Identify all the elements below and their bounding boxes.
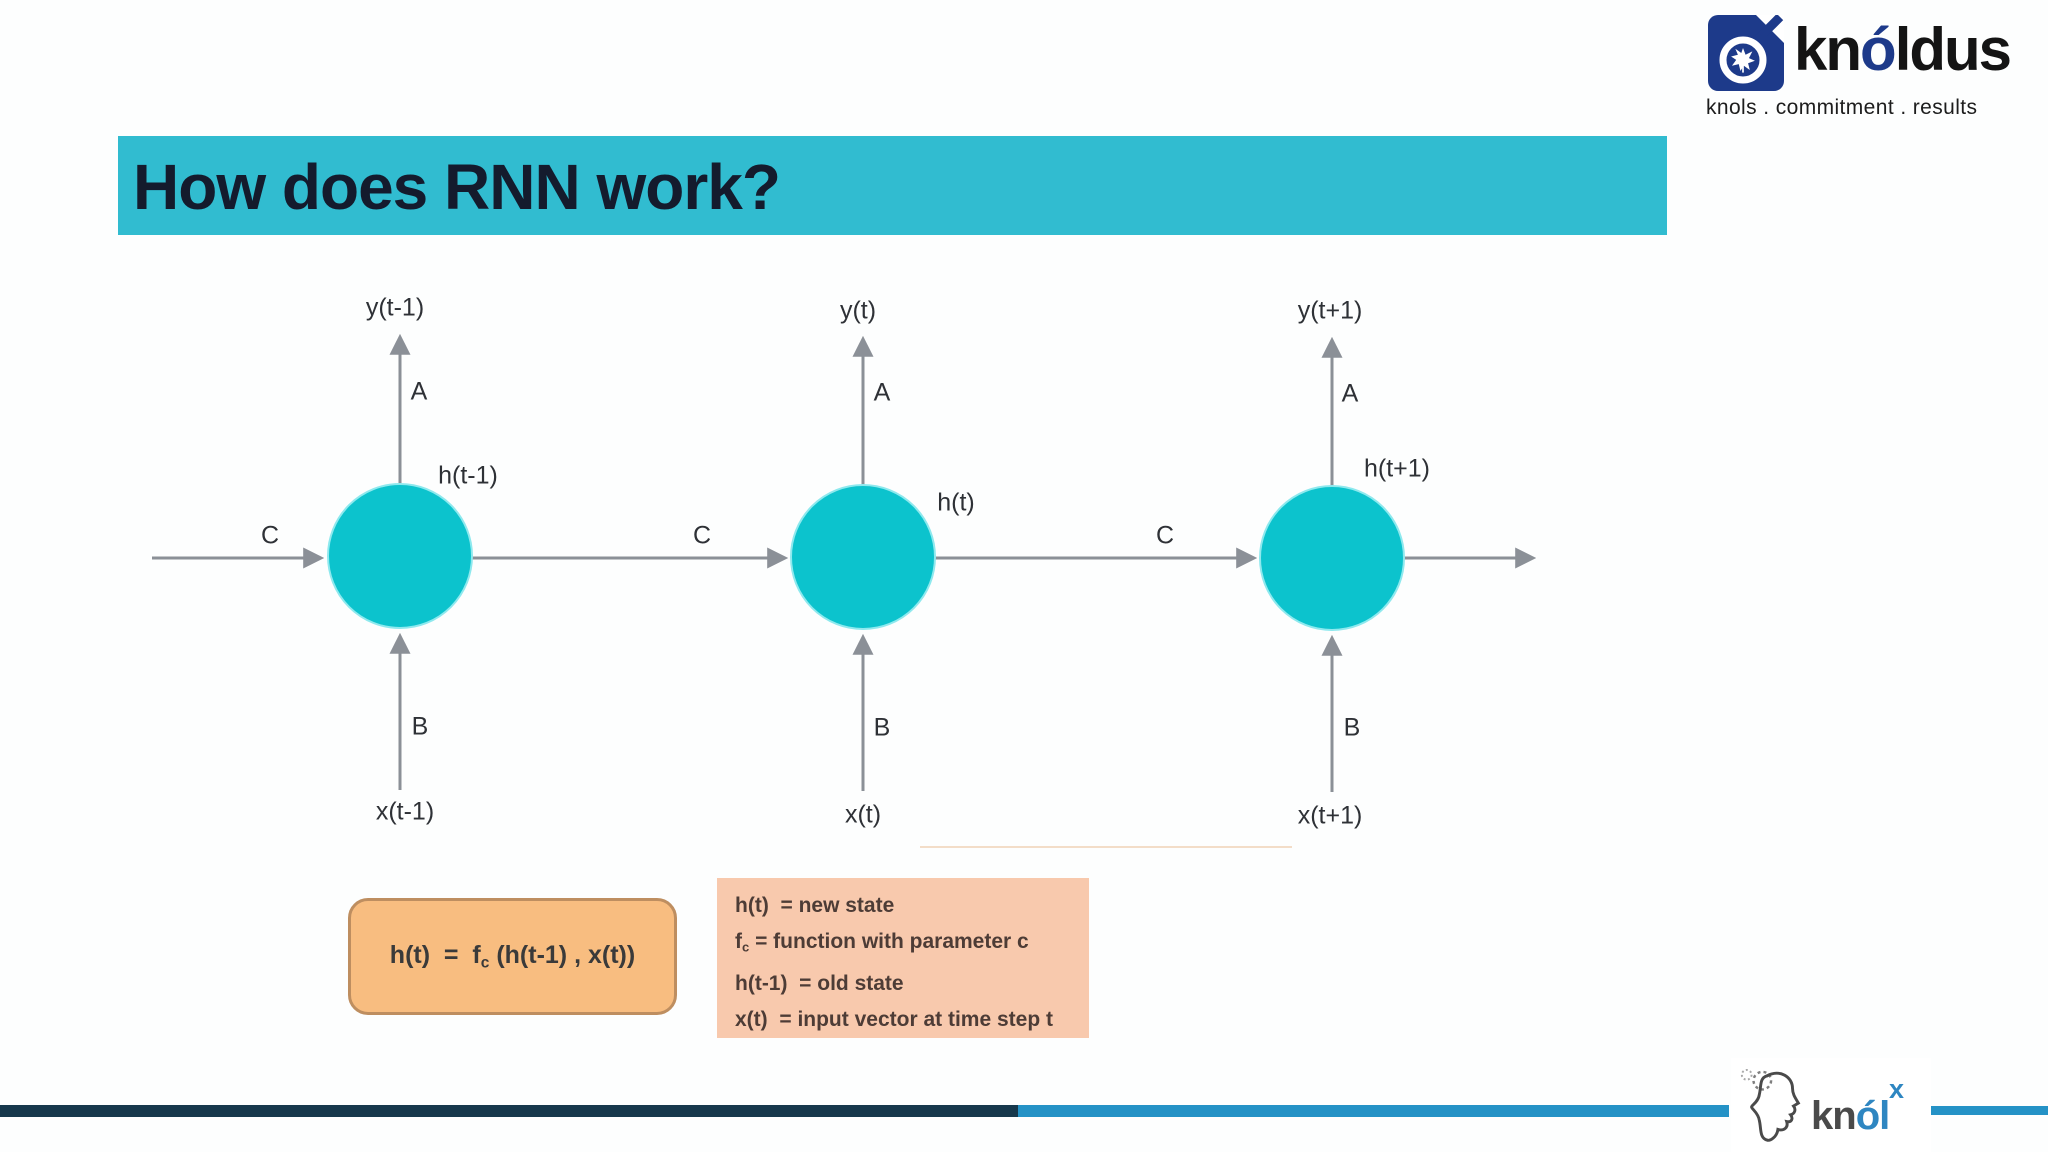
diagram-label: A — [873, 378, 891, 407]
formula-post: (h(t-1) , x(t)) — [489, 940, 636, 969]
formula-pre: h(t) = f — [389, 940, 481, 969]
diagram-label: h(t+1) — [1363, 454, 1431, 483]
title-banner: How does RNN work? — [118, 136, 1667, 235]
legend-line: h(t) = new state — [735, 894, 895, 917]
state-equation: h(t) = fc (h(t-1) , x(t)) — [390, 941, 635, 972]
diagram-label: B — [411, 712, 429, 741]
knolx-accent: ól — [1855, 1094, 1891, 1138]
knolx-pre: kn — [1811, 1094, 1857, 1138]
diagram-label: h(t-1) — [438, 461, 498, 490]
state-equation-box: h(t) = fc (h(t-1) , x(t)) — [348, 898, 677, 1015]
formula-subscript: c — [480, 954, 490, 972]
diagram-label: B — [1343, 713, 1361, 742]
diagram-label: C — [260, 521, 280, 550]
knolx-wordmark: knól — [1811, 1094, 1891, 1139]
wordmark-accent: ó — [1860, 16, 1897, 83]
legend-box: h(t) = new state fc = function with param… — [717, 878, 1089, 1038]
diagram-label: C — [692, 521, 712, 550]
diagram-label: C — [1155, 521, 1175, 550]
footer-bar-dark — [0, 1105, 1018, 1117]
diagram-label: x(t+1) — [1297, 801, 1363, 830]
rnn-cell-t-plus-1 — [1259, 485, 1405, 631]
diagram-label: A — [1341, 379, 1359, 408]
diagram-label: x(t-1) — [375, 797, 435, 826]
rnn-cell-t-minus-1 — [327, 483, 473, 629]
legend-line: fc = function with parameter c — [735, 930, 1029, 955]
diagram-label: y(t) — [839, 296, 877, 325]
legend-line: x(t) = input vector at time step t — [735, 1007, 1053, 1031]
diagram-label: x(t) — [844, 800, 882, 829]
rnn-cell-t — [790, 484, 936, 630]
footer-bar-blue-right — [1922, 1106, 2048, 1115]
diagram-label: A — [410, 377, 428, 406]
footer-bar-blue — [1018, 1105, 1729, 1117]
knoldus-tagline: knols . commitment . results — [1706, 96, 1978, 119]
wordmark-pre: kn — [1794, 16, 1862, 83]
page-title: How does RNN work? — [133, 151, 781, 223]
knoldus-logo: knóldus knols . commitment . results — [1706, 10, 2046, 120]
diagram-label: B — [873, 713, 891, 742]
legend-line: h(t-1) = old state — [735, 971, 904, 995]
knolx-head-icon — [1740, 1068, 1801, 1142]
knolx-superscript: x — [1889, 1074, 1905, 1104]
knolx-logo: knól x — [1731, 1058, 1931, 1152]
diagram-label: y(t-1) — [365, 293, 425, 322]
faint-divider-line — [920, 846, 1292, 848]
knoldus-wordmark: knóldus — [1794, 12, 2012, 88]
knoldus-leaf-icon — [1708, 15, 1784, 91]
diagram-label: y(t+1) — [1297, 296, 1363, 325]
diagram-label: h(t) — [937, 488, 975, 517]
wordmark-post: ldus — [1894, 16, 2012, 83]
